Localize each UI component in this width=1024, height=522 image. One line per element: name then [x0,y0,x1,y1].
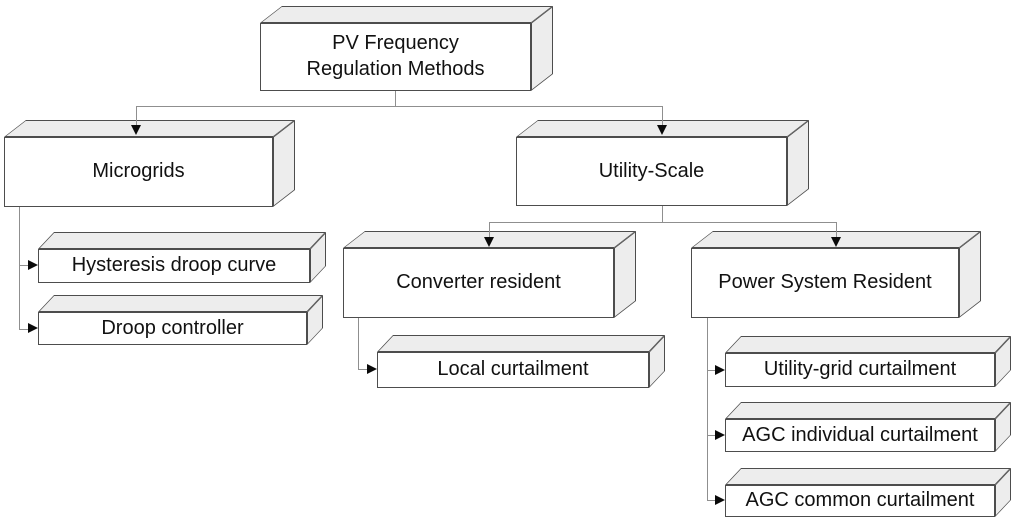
connector-to-microgrids [136,106,138,126]
node-power-system-resident: Power System Resident [691,230,981,318]
box-top-face [377,335,666,352]
node-label: Microgrids [92,160,185,183]
arrow-down-icon [484,237,494,247]
box-top-face [4,120,295,137]
connector-to-hysteresis [19,265,30,267]
node-droop-controller: Droop controller [38,295,324,345]
box-right-face [531,5,553,91]
connector-to-local-curtailment [358,369,368,371]
arrow-right-icon [715,365,725,375]
connector-converter-drop [358,318,360,370]
connector-utility-stem [662,206,664,223]
arrow-down-icon [657,125,667,135]
box-front-face: Microgrids [4,137,273,207]
box-front-face: Utility-grid curtailment [725,353,995,387]
box-top-face [38,295,324,312]
node-pv-frequency-regulation-methods: PV Frequency Regulation Methods [260,5,553,91]
box-front-face: AGC common curtailment [725,485,995,517]
node-utility-grid-curtailment: Utility-grid curtailment [725,336,1012,387]
connector-to-converter-resident [489,222,491,238]
box-front-face: PV Frequency Regulation Methods [260,23,531,91]
box-front-face: Local curtailment [377,352,649,388]
box-top-face [38,232,327,249]
arrow-down-icon [831,237,841,247]
arrow-down-icon [131,125,141,135]
box-right-face [959,230,981,318]
connector-to-droop-controller [19,329,30,331]
node-agc-common-curtailment: AGC common curtailment [725,468,1012,517]
node-label: Utility-grid curtailment [763,358,957,381]
arrow-right-icon [367,364,377,374]
arrow-right-icon [28,323,38,333]
box-right-face [614,230,636,318]
node-label: Local curtailment [437,358,589,381]
connector-level2-bus [490,222,837,224]
node-utility-scale: Utility-Scale [516,119,809,206]
node-label: AGC common curtailment [745,489,975,512]
connector-to-utility-scale [662,106,664,126]
node-label: AGC individual curtailment [742,423,978,446]
box-front-face: Droop controller [38,312,307,345]
connector-microgrids-drop [19,207,21,330]
connector-to-power-system-resident [836,222,838,238]
box-top-face [725,402,1012,419]
node-hysteresis-droop-curve: Hysteresis droop curve [38,232,327,283]
box-top-face [260,6,553,23]
connector-to-utility-grid [707,370,716,372]
connector-to-agc-common [707,500,716,502]
box-front-face: Converter resident [343,248,614,318]
connector-root-stem [395,91,397,107]
arrow-right-icon [715,430,725,440]
node-agc-individual-curtailment: AGC individual curtailment [725,402,1012,452]
box-right-face [273,119,295,207]
node-label: Power System Resident [718,271,932,294]
box-front-face: Utility-Scale [516,137,787,206]
node-local-curtailment: Local curtailment [377,335,666,388]
box-top-face [725,468,1012,485]
arrow-right-icon [715,495,725,505]
node-label: Converter resident [396,271,561,294]
box-front-face: AGC individual curtailment [725,419,995,452]
connector-power-system-drop [707,318,709,501]
node-microgrids: Microgrids [4,119,295,207]
node-label: Utility-Scale [598,159,705,182]
connector-to-agc-individual [707,435,716,437]
node-label: Hysteresis droop curve [71,254,277,277]
node-converter-resident: Converter resident [343,230,636,318]
box-right-face [787,119,809,206]
connector-level1-bus [137,106,663,108]
node-label: PV Frequency Regulation Methods [306,32,485,80]
arrow-right-icon [28,260,38,270]
box-front-face: Hysteresis droop curve [38,249,310,283]
box-front-face: Power System Resident [691,248,959,318]
node-label: Droop controller [101,316,244,339]
box-top-face [725,336,1012,353]
